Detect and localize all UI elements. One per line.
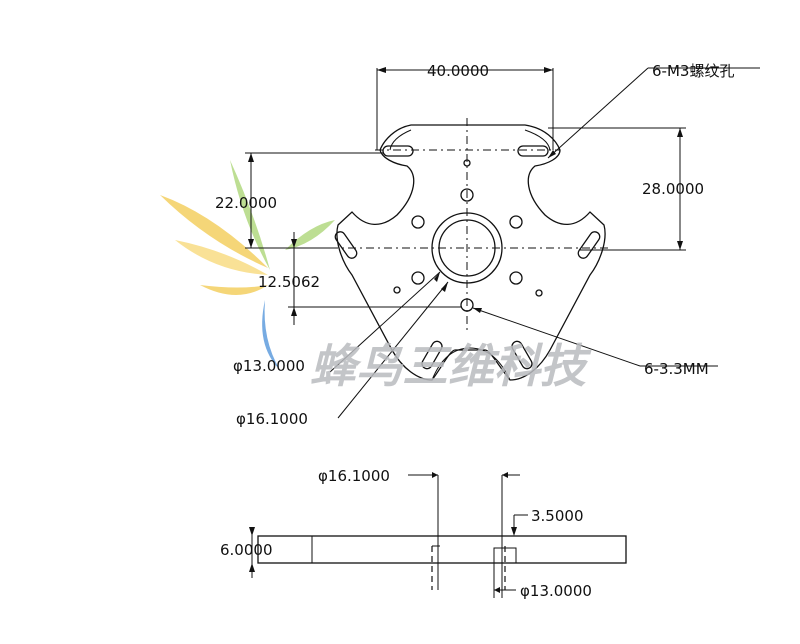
- hole: [411, 271, 425, 285]
- hexapod-plate-outline: [336, 124, 606, 381]
- slot-bottom-left: [421, 340, 443, 370]
- bore-step: [493, 547, 517, 564]
- top-view: [330, 118, 610, 381]
- hole: [509, 271, 523, 285]
- dim-dia-16-side: φ16.1000: [318, 467, 390, 485]
- slot-bottom-right: [511, 340, 533, 370]
- plate-side-outline: [257, 535, 627, 564]
- dimension-lines: [245, 67, 760, 419]
- hole: [535, 289, 543, 297]
- dim-thread-holes: 6-M3螺纹孔: [652, 62, 734, 80]
- hole: [393, 286, 401, 294]
- dim-offset-12: 12.5062: [258, 273, 320, 291]
- dim-width-40: 40.0000: [427, 62, 489, 80]
- slot-top-left: [382, 145, 414, 157]
- dim-thickness-6: 6.0000: [220, 541, 273, 559]
- slot-mid-right: [577, 231, 601, 259]
- dim-height-22: 22.0000: [215, 194, 277, 212]
- dim-small-holes: 6-3.3MM: [644, 360, 709, 378]
- dim-dia-13-side: φ13.0000: [520, 582, 592, 600]
- dim-dia-16-top: φ16.1000: [236, 410, 308, 428]
- dim-depth-3-5: 3.5000: [531, 507, 584, 525]
- slot-mid-left: [334, 231, 358, 259]
- dim-dia-13-top: φ13.0000: [233, 357, 305, 375]
- hole: [411, 215, 425, 229]
- watermark-text: 蜂鸟三维科技: [310, 339, 592, 393]
- slot-top-right: [517, 145, 549, 157]
- side-view: [249, 472, 627, 598]
- watermark-logo: [160, 160, 335, 370]
- hole: [460, 188, 474, 202]
- dim-height-28: 28.0000: [642, 180, 704, 198]
- hole: [509, 215, 523, 229]
